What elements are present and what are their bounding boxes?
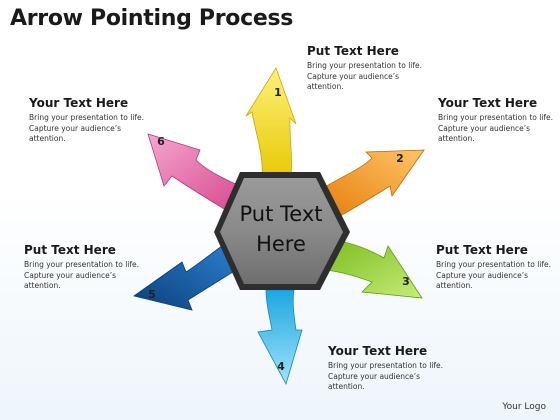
step-number-1: 1	[274, 86, 282, 99]
step-number-5: 5	[148, 288, 156, 301]
arrow-step-6	[147, 133, 241, 211]
step-3-text: Put Text Here Bring your presentation to…	[436, 243, 560, 292]
step-6-text: Your Text Here Bring your presentation t…	[29, 96, 159, 145]
step-1-heading: Put Text Here	[307, 44, 399, 58]
step-3-body: Bring your presentation to life. Capture…	[436, 260, 552, 290]
step-number-4: 4	[277, 360, 285, 373]
slide-title: Arrow Pointing Process	[10, 6, 294, 31]
step-2-body: Bring your presentation to life. Capture…	[438, 113, 554, 143]
step-number-6: 6	[157, 135, 165, 148]
step-4-heading: Your Text Here	[328, 344, 428, 358]
step-1-text: Put Text Here Bring your presentation to…	[307, 44, 437, 93]
step-5-text: Put Text Here Bring your presentation to…	[24, 243, 154, 292]
step-5-heading: Put Text Here	[24, 243, 116, 257]
center-hexagon: Put Text Here	[214, 172, 350, 290]
step-5-body: Bring your presentation to life. Capture…	[24, 260, 140, 290]
step-number-3: 3	[402, 275, 410, 288]
arrow-step-1	[245, 67, 297, 183]
step-4-body: Bring your presentation to life. Capture…	[328, 361, 444, 391]
arrow-step-4	[257, 289, 303, 386]
arrow-step-3	[325, 239, 423, 299]
step-3-heading: Put Text Here	[436, 243, 528, 257]
arrow-step-5	[133, 245, 237, 311]
step-4-text: Your Text Here Bring your presentation t…	[328, 344, 458, 393]
center-label-line-1: Put Text	[240, 202, 323, 226]
step-number-2: 2	[396, 152, 404, 165]
center-label-line-2: Here	[256, 232, 306, 256]
step-6-heading: Your Text Here	[29, 96, 129, 110]
step-1-body: Bring your presentation to life. Capture…	[307, 61, 423, 91]
step-2-text: Your Text Here Bring your presentation t…	[438, 96, 560, 145]
logo-placeholder: Your Logo	[502, 402, 546, 412]
step-2-heading: Your Text Here	[438, 96, 538, 110]
step-6-body: Bring your presentation to life. Capture…	[29, 113, 145, 143]
arrow-step-2	[319, 149, 425, 217]
